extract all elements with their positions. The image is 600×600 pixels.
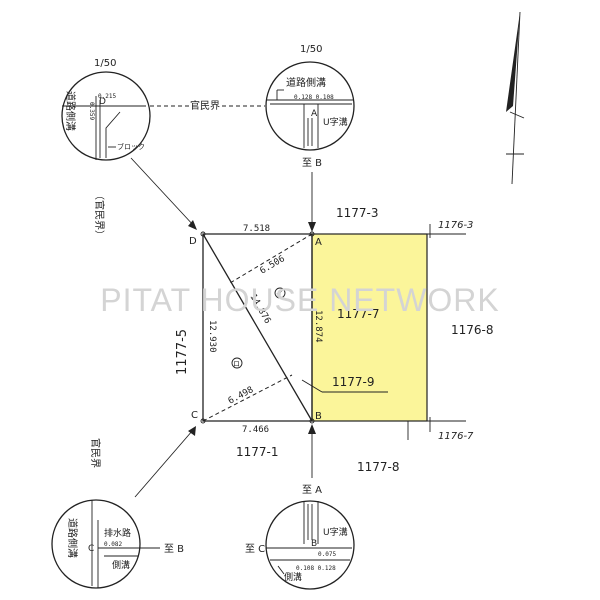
triangle-lower-label: ロ [233,360,240,368]
lot-north: 1177-3 [336,206,379,220]
dim-right: 12.874 [313,310,323,343]
dim-left: 12.930 [207,320,217,353]
detail-bottom-right: 至 A U字溝 B 0.075 至 C 0.108 0.128 側溝 [245,484,355,590]
triangle-lower-marker [231,357,243,369]
detail-top-left-dim-b: 0.359 [88,102,95,120]
leader-bottom-right-head [308,424,316,434]
detail-bottom-right-uditch: U字溝 [323,526,348,538]
detail-bottom-left-direction: 至 B [164,543,184,555]
detail-top-right-uditch: U字溝 [323,116,348,128]
detail-bottom-right-point: B [311,539,317,549]
dim-top: 7.518 [243,224,270,234]
detail-top-left-point: D [99,97,106,107]
lot-pointer-leader [301,379,323,393]
diagonal-line [202,233,313,422]
detail-bottom-left-dim: 0.082 [104,541,122,548]
dim-tri-lower: 6.498 [227,385,256,407]
detail-bottom-right-dim: 0.075 [318,551,336,558]
detail-top-right-scale: 1/50 [300,44,322,55]
lot-west: 1177-5 [175,329,190,375]
triangle-lower-line [202,374,293,422]
detail-bottom-right-direction-left: 至 C [245,543,265,555]
watermark: PITAT HOUSE NETWORK [100,282,499,318]
detail-bottom-left-side: 側溝 [112,559,130,571]
leader-top-left-head [188,220,197,230]
detail-bottom-left-point: C [88,544,94,554]
dim-bottom: 7.466 [242,425,269,435]
subject-lot-highlight [311,233,428,422]
triangle-upper-marker [274,287,286,299]
lot-south: 1177-1 [236,445,279,459]
point-d-marker [200,231,206,237]
detail-top-right-dims: 0.128 0.108 [294,94,334,101]
detail-top-right: 1/50 道路側溝 0.128 0.108 A U字溝 至 B [265,44,355,169]
detail-bottom-left-road: 道路側溝 [66,518,79,558]
leader-bottom-left [134,429,194,498]
point-b-marker [309,418,315,424]
detail-bottom-right-direction-top: 至 A [302,484,322,496]
detail-top-left-dim-a: 0.215 [98,93,116,100]
triangle-upper-line [229,233,313,284]
leader-bottom-left-head [188,426,196,436]
point-a-marker [309,231,315,237]
detail-bottom-right-side: 側溝 [284,571,302,583]
lot-pointer: 1177-9 [332,375,375,389]
detail-top-left-bracket: （官民界） [93,190,106,240]
point-d: D [189,236,197,247]
lot-south-south-east: 1177-8 [357,460,400,474]
point-c: C [191,410,198,421]
lot-subject: 1177-7 [337,307,380,321]
detail-top-left-boundary: 官民界 [190,99,220,112]
detail-top-right-road: 道路側溝 [286,76,326,89]
leader-top-right-head [308,222,316,232]
detail-top-right-direction: 至 B [302,157,322,169]
detail-bottom-left-boundary: 官民界 [89,438,102,468]
detail-top-right-point: A [311,109,318,119]
lot-south-east: 1176-7 [438,431,474,442]
north-arrow-icon [506,11,525,185]
point-a: A [315,237,322,248]
lot-north-east: 1176-3 [438,220,473,231]
leader-top-left [130,157,196,228]
lot-east: 1176-8 [451,323,494,337]
point-c-marker [200,418,206,424]
detail-top-left-block: ブロック [117,142,145,151]
detail-bottom-right-dims: 0.108 0.128 [296,565,336,572]
point-b: B [315,411,322,422]
detail-top-left-scale: 1/50 [94,58,116,69]
detail-top-left: 1/50 道路側溝 D 0.215 0.359 ブロック 官民界 （官民界） [61,58,265,240]
detail-bottom-left: 官民界 道路側溝 排水路 C 0.082 側溝 至 B [51,438,184,589]
detail-bottom-left-drain: 排水路 [104,527,131,539]
detail-top-left-road: 道路側溝 [64,91,77,131]
triangle-upper-label: イ [276,290,283,298]
